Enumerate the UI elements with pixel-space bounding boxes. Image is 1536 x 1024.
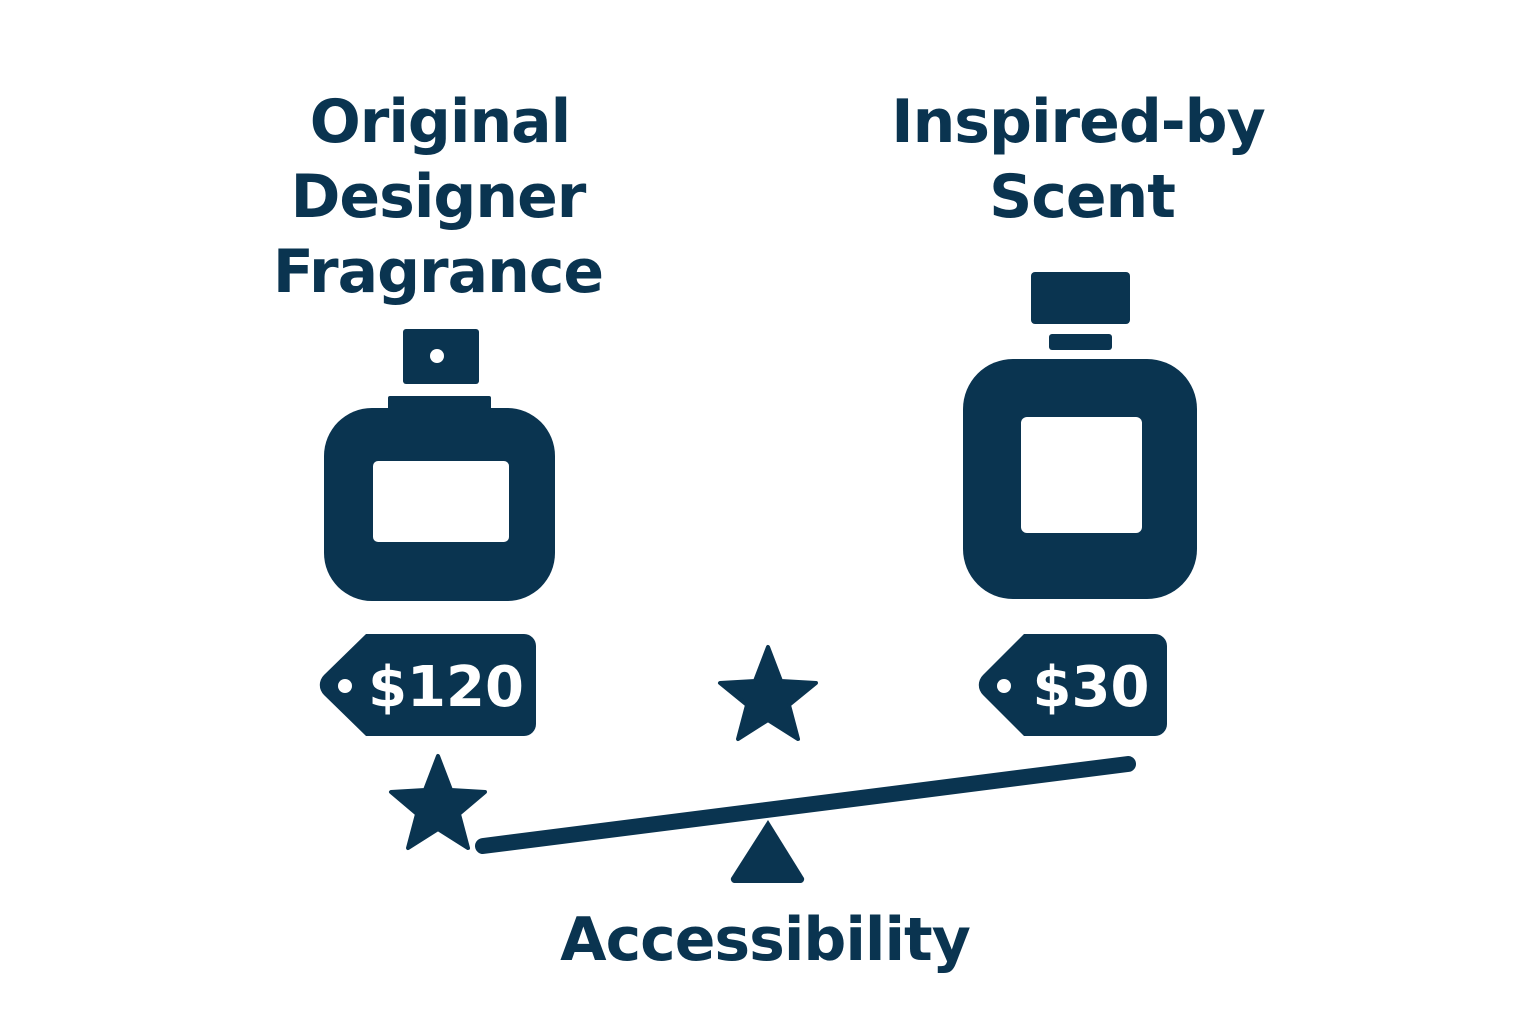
star-icon [389, 754, 487, 850]
right-title: Inspired-by Scent [891, 87, 1266, 232]
star-icon [718, 645, 818, 741]
right-price-tag: $30 [978, 634, 1167, 736]
left-title-line-3: Fragrance [273, 237, 603, 307]
designer-perfume-bottle-icon [324, 329, 555, 601]
right-title-line-2: Scent [989, 162, 1175, 232]
left-title-line-2: Designer [291, 162, 587, 232]
right-title-line-1: Inspired-by [891, 87, 1265, 157]
tag-hole-icon [997, 679, 1011, 693]
tag-hole-icon [338, 679, 352, 693]
accessibility-label: Accessibility [560, 905, 971, 975]
left-title-line-1: Original [310, 87, 570, 157]
right-price: $30 [1033, 655, 1150, 720]
seesaw-scale-icon [475, 756, 1136, 883]
left-title: Original Designer Fragrance [273, 87, 604, 307]
left-price-tag: $120 [319, 634, 536, 736]
left-price: $120 [368, 655, 524, 720]
inspired-perfume-bottle-icon [963, 272, 1197, 599]
